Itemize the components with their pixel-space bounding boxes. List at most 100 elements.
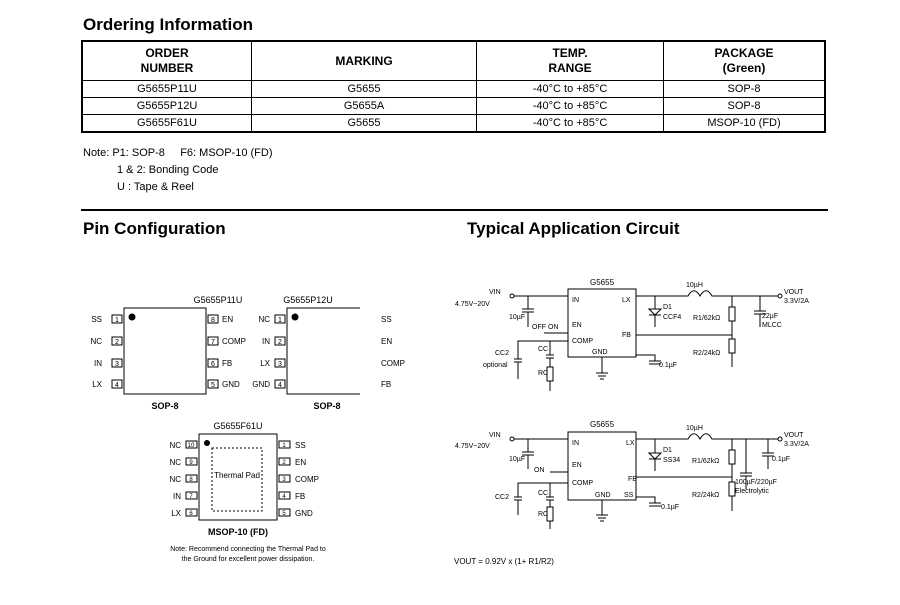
c2-vin-label: VIN: [489, 432, 501, 439]
chip3-body: [198, 433, 278, 521]
chip3-pin-label: IN: [173, 492, 181, 501]
chip3-name: G5655F61U: [213, 421, 262, 431]
chip1-left-pins: 1SS 2NC 3IN 4LX: [90, 314, 123, 389]
vout-formula: VOUT = 0.92V x (1+ R1/R2): [454, 557, 554, 566]
chip1-pin-num: 6: [211, 361, 215, 368]
c1-vin-range: 4.75V~20V: [455, 301, 490, 308]
c2-pin-ss: SS: [624, 492, 634, 499]
c2-r1: R1/62kΩ: [692, 458, 719, 465]
chip1-name: G5655P11U: [194, 295, 243, 305]
chip2-pin-label: COMP: [381, 359, 405, 368]
c1-diode: D1: [663, 304, 672, 311]
col-temp-range-text: TEMP. RANGE: [548, 46, 592, 75]
c2-cc2: CC2: [495, 494, 509, 501]
chip3-pin-num: 5: [282, 511, 286, 517]
col-temp-range: TEMP. RANGE: [476, 40, 664, 81]
chip3-pin-label: SS: [295, 441, 306, 450]
chip2-pin-num: 4: [278, 382, 282, 389]
c2-pin-fb: FB: [628, 476, 637, 483]
cell: G5655: [251, 80, 477, 98]
chip3-note-1: Note: Recommend connecting the Thermal P…: [170, 546, 326, 553]
c1-pin-fb: FB: [622, 332, 631, 339]
chip1-body: [123, 307, 207, 395]
chip3-pin-num: 8: [189, 477, 193, 483]
c2-inductor: 10µH: [686, 425, 703, 432]
c2-diode: D1: [663, 447, 672, 454]
app-circuit-title: Typical Application Circuit: [467, 219, 680, 238]
cell: MSOP-10 (FD): [663, 114, 826, 133]
cell: -40°C to +85°C: [476, 80, 664, 98]
c1-vout: VOUT: [784, 289, 804, 296]
chip1-pin-num: 2: [115, 339, 119, 346]
c1-cin: 10µF: [509, 314, 525, 321]
table-row: G5655F61U G5655 -40°C to +85°C MSOP-10 (…: [81, 114, 826, 133]
chip1-pin-num: 8: [211, 317, 215, 324]
table-row: G5655P12U G5655A -40°C to +85°C SOP-8: [81, 97, 826, 115]
cell: G5655P11U: [81, 80, 252, 98]
c2-vout: VOUT: [784, 432, 804, 439]
c1-cc2: CC2: [495, 350, 509, 357]
chip1-package: SOP-8: [151, 401, 178, 411]
chip3-pin-label: EN: [295, 458, 306, 467]
c2-pin-lx: LX: [626, 440, 635, 447]
c2-cin: 10µF: [509, 456, 525, 463]
c1-vin-label: VIN: [489, 289, 501, 296]
chip1-pin-num: 5: [211, 382, 215, 389]
chip1-pin-num: 3: [115, 361, 119, 368]
chip1-pin-label: GND: [222, 380, 240, 389]
chip1-pin-label: SS: [91, 315, 102, 324]
chip2-right-labels: SS EN COMP FB: [381, 315, 405, 389]
chip3-pin-num: 9: [189, 460, 193, 466]
col-marking: MARKING: [251, 40, 477, 81]
cell: -40°C to +85°C: [476, 114, 664, 133]
ordering-title: Ordering Information: [83, 15, 253, 34]
pin-config-title: Pin Configuration: [83, 219, 226, 238]
c1-css: 0.1µF: [659, 362, 677, 369]
chip3-pin-label: COMP: [295, 475, 319, 484]
c2-pin-gnd: GND: [595, 492, 611, 499]
chip3-pad-label: Thermal Pad: [214, 471, 260, 480]
c2-r2: R2/24kΩ: [692, 492, 719, 499]
table-row: G5655P11U G5655 -40°C to +85°C SOP-8: [81, 80, 826, 98]
c1-diode-part: CCF4: [663, 314, 681, 321]
chip1-pin-label: EN: [222, 315, 233, 324]
chip3-note-2: the Ground for excellent power dissipati…: [182, 556, 315, 563]
chip2-pin-label: NC: [258, 315, 270, 324]
chip3-pin-label: LX: [171, 509, 181, 518]
cell: SOP-8: [663, 80, 826, 98]
app-circuit-diagram: VIN 4.75V~20V G5655 IN EN COMP LX FB GND…: [454, 278, 809, 566]
chip3-pin-num: 10: [188, 443, 195, 449]
c1-cout-type: MLCC: [762, 322, 782, 329]
c1-vout-val: 3.3V/2A: [784, 298, 809, 305]
c2-cc: CC: [538, 490, 548, 497]
chip1-pin1-dot: [128, 313, 136, 321]
chip1-pin-label: FB: [222, 359, 232, 368]
c2-pin-comp: COMP: [572, 480, 593, 487]
chip1-pin-num: 7: [211, 339, 215, 346]
c1-inductor: 10µH: [686, 282, 703, 289]
cell: G5655P12U: [81, 97, 252, 115]
chip3-pin-num: 2: [282, 460, 286, 466]
chip3-pin-label: FB: [295, 492, 305, 501]
cell: SOP-8: [663, 97, 826, 115]
c1-r1: R1/62kΩ: [693, 315, 720, 322]
chip2-pin-label: EN: [381, 337, 392, 346]
c2-vin-range: 4.75V~20V: [455, 443, 490, 450]
c1-rc: RC: [538, 370, 548, 377]
c2-vout-val: 3.3V/2A: [784, 441, 809, 448]
c2-cout: 100µF/220µF: [735, 479, 777, 486]
chip1-pin-num: 4: [115, 382, 119, 389]
chip1-pin-label: IN: [94, 359, 102, 368]
c1-pin-comp: COMP: [572, 338, 593, 345]
chip3-pin-num: 4: [282, 494, 286, 500]
circuit-1: VIN 4.75V~20V G5655 IN EN COMP LX FB GND…: [455, 278, 809, 391]
chip3-pin-num: 3: [282, 477, 286, 483]
c1-vin-terminal: [509, 293, 515, 299]
c1-cc2-note: optional: [483, 362, 508, 369]
chip3-pin-label: NC: [169, 441, 181, 450]
c1-pin-in: IN: [572, 297, 579, 304]
